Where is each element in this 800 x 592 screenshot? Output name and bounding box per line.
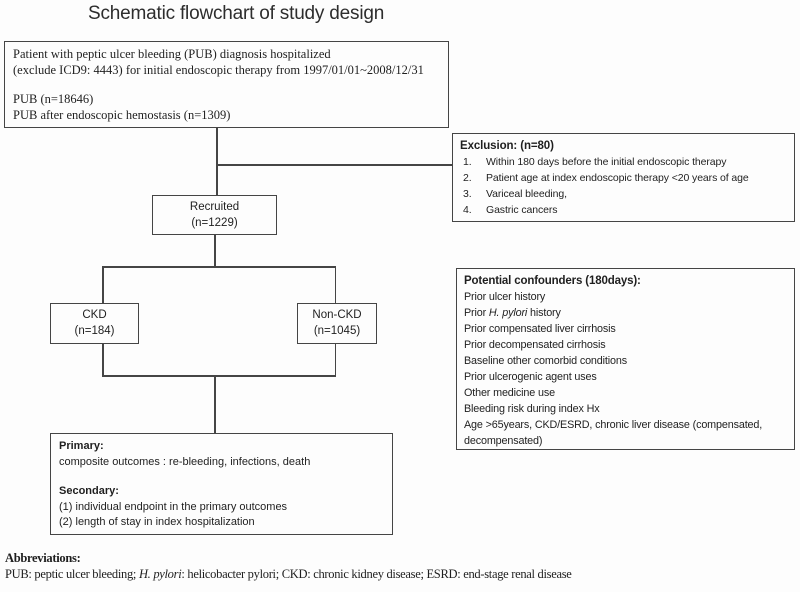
exclusion-item: 1. Within 180 days before the initial en… <box>460 154 787 170</box>
population-count: PUB (n=18646) <box>13 92 94 106</box>
ckd-label: CKD <box>82 309 107 321</box>
exclusion-item: 3. Variceal bleeding, <box>460 186 787 202</box>
exclusion-item-number: 4. <box>463 204 472 216</box>
confounder-item: Prior compensated liver cirrhosis <box>464 323 616 335</box>
exclusion-item-text: Gastric cancers <box>486 204 558 216</box>
non-ckd-box: Non-CKD (n=1045) <box>297 303 377 344</box>
confounders-title: Potential confounders (180days): <box>464 275 641 287</box>
h-pylori-italic: H. pylori <box>138 567 182 581</box>
exclusion-item-text: Variceal bleeding, <box>486 188 567 200</box>
primary-text: composite outcomes : re-bleeding, infect… <box>59 455 311 468</box>
non-ckd-count: (n=1045) <box>313 325 361 337</box>
exclusion-item: 4. Gastric cancers <box>460 202 787 218</box>
exclusion-item-number: 3. <box>463 188 472 200</box>
confounder-item: Prior ulcerogenic agent uses <box>464 371 597 383</box>
population-count: PUB after endoscopic hemostasis (n=1309) <box>13 107 231 122</box>
confounder-item: Bleeding risk during index Hx <box>464 403 600 415</box>
exclusion-item: 2. Patient age at index endoscopic thera… <box>460 170 787 186</box>
confounder-item: Baseline other comorbid conditions <box>464 355 627 367</box>
exclusion-item-number: 2. <box>463 172 472 184</box>
h-pylori-italic: H. pylori <box>488 307 528 319</box>
non-ckd-label: Non-CKD <box>312 309 362 321</box>
secondary-title: Secondary: <box>59 485 119 497</box>
population-box: Patient with peptic ulcer bleeding (PUB)… <box>4 41 449 128</box>
population-line: Patient with peptic ulcer bleeding (PUB)… <box>13 47 331 61</box>
exclusion-item-number: 1. <box>463 156 472 168</box>
connector-ckd-down <box>102 344 104 376</box>
confounder-item: Prior decompensated cirrhosis <box>464 339 606 351</box>
figure-title: Schematic flowchart of study design <box>88 3 385 24</box>
outcomes-box: Primary: composite outcomes : re-bleedin… <box>50 433 393 535</box>
exclusion-box: Exclusion: (n=80) 1. Within 180 days bef… <box>452 133 795 222</box>
exclusion-item-text: Patient age at index endoscopic therapy … <box>486 172 749 184</box>
primary-title: Primary: <box>59 440 104 452</box>
abbreviations-text: PUB: peptic ulcer bleeding; H. pylori: h… <box>5 567 572 581</box>
connector-join-bar <box>102 375 336 377</box>
confounders-box: Potential confounders (180days): Prior u… <box>456 268 795 450</box>
ckd-box: CKD (n=184) <box>50 303 139 344</box>
exclusion-item-text: Within 180 days before the initial endos… <box>486 156 727 168</box>
connector-split-left <box>102 266 104 303</box>
ckd-count: (n=184) <box>74 325 115 337</box>
recruited-box: Recruited (n=1229) <box>152 195 277 235</box>
recruited-count: (n=1229) <box>191 217 238 229</box>
spacer <box>59 470 384 484</box>
abbreviations-title: Abbreviations: <box>5 551 81 565</box>
abbreviations: Abbreviations: PUB: peptic ulcer bleedin… <box>5 550 785 582</box>
confounder-item: Other medicine use <box>464 387 555 399</box>
connector-nonckd-down <box>334 344 336 376</box>
connector-split-bar <box>102 266 336 268</box>
confounder-item: Prior H. pylori history <box>464 307 561 319</box>
confounder-item: Prior ulcer history <box>464 291 546 303</box>
secondary-item: (1) individual endpoint in the primary o… <box>59 500 288 513</box>
recruited-label: Recruited <box>189 201 240 213</box>
exclusion-title: Exclusion: (n=80) <box>460 140 554 152</box>
secondary-item: (2) length of stay in index hospitalizat… <box>59 516 255 528</box>
connector-to-outcomes <box>214 375 216 433</box>
connector-to-exclusion <box>216 164 452 166</box>
connector-split-right <box>334 266 336 303</box>
spacer <box>13 78 440 92</box>
connector-top-to-recruited <box>216 128 218 195</box>
population-line: (exclude ICD9: 4443) for initial endosco… <box>13 62 424 77</box>
connector-recruited-down <box>214 235 216 267</box>
confounder-item: Age >65years, CKD/ESRD, chronic liver di… <box>464 419 763 447</box>
